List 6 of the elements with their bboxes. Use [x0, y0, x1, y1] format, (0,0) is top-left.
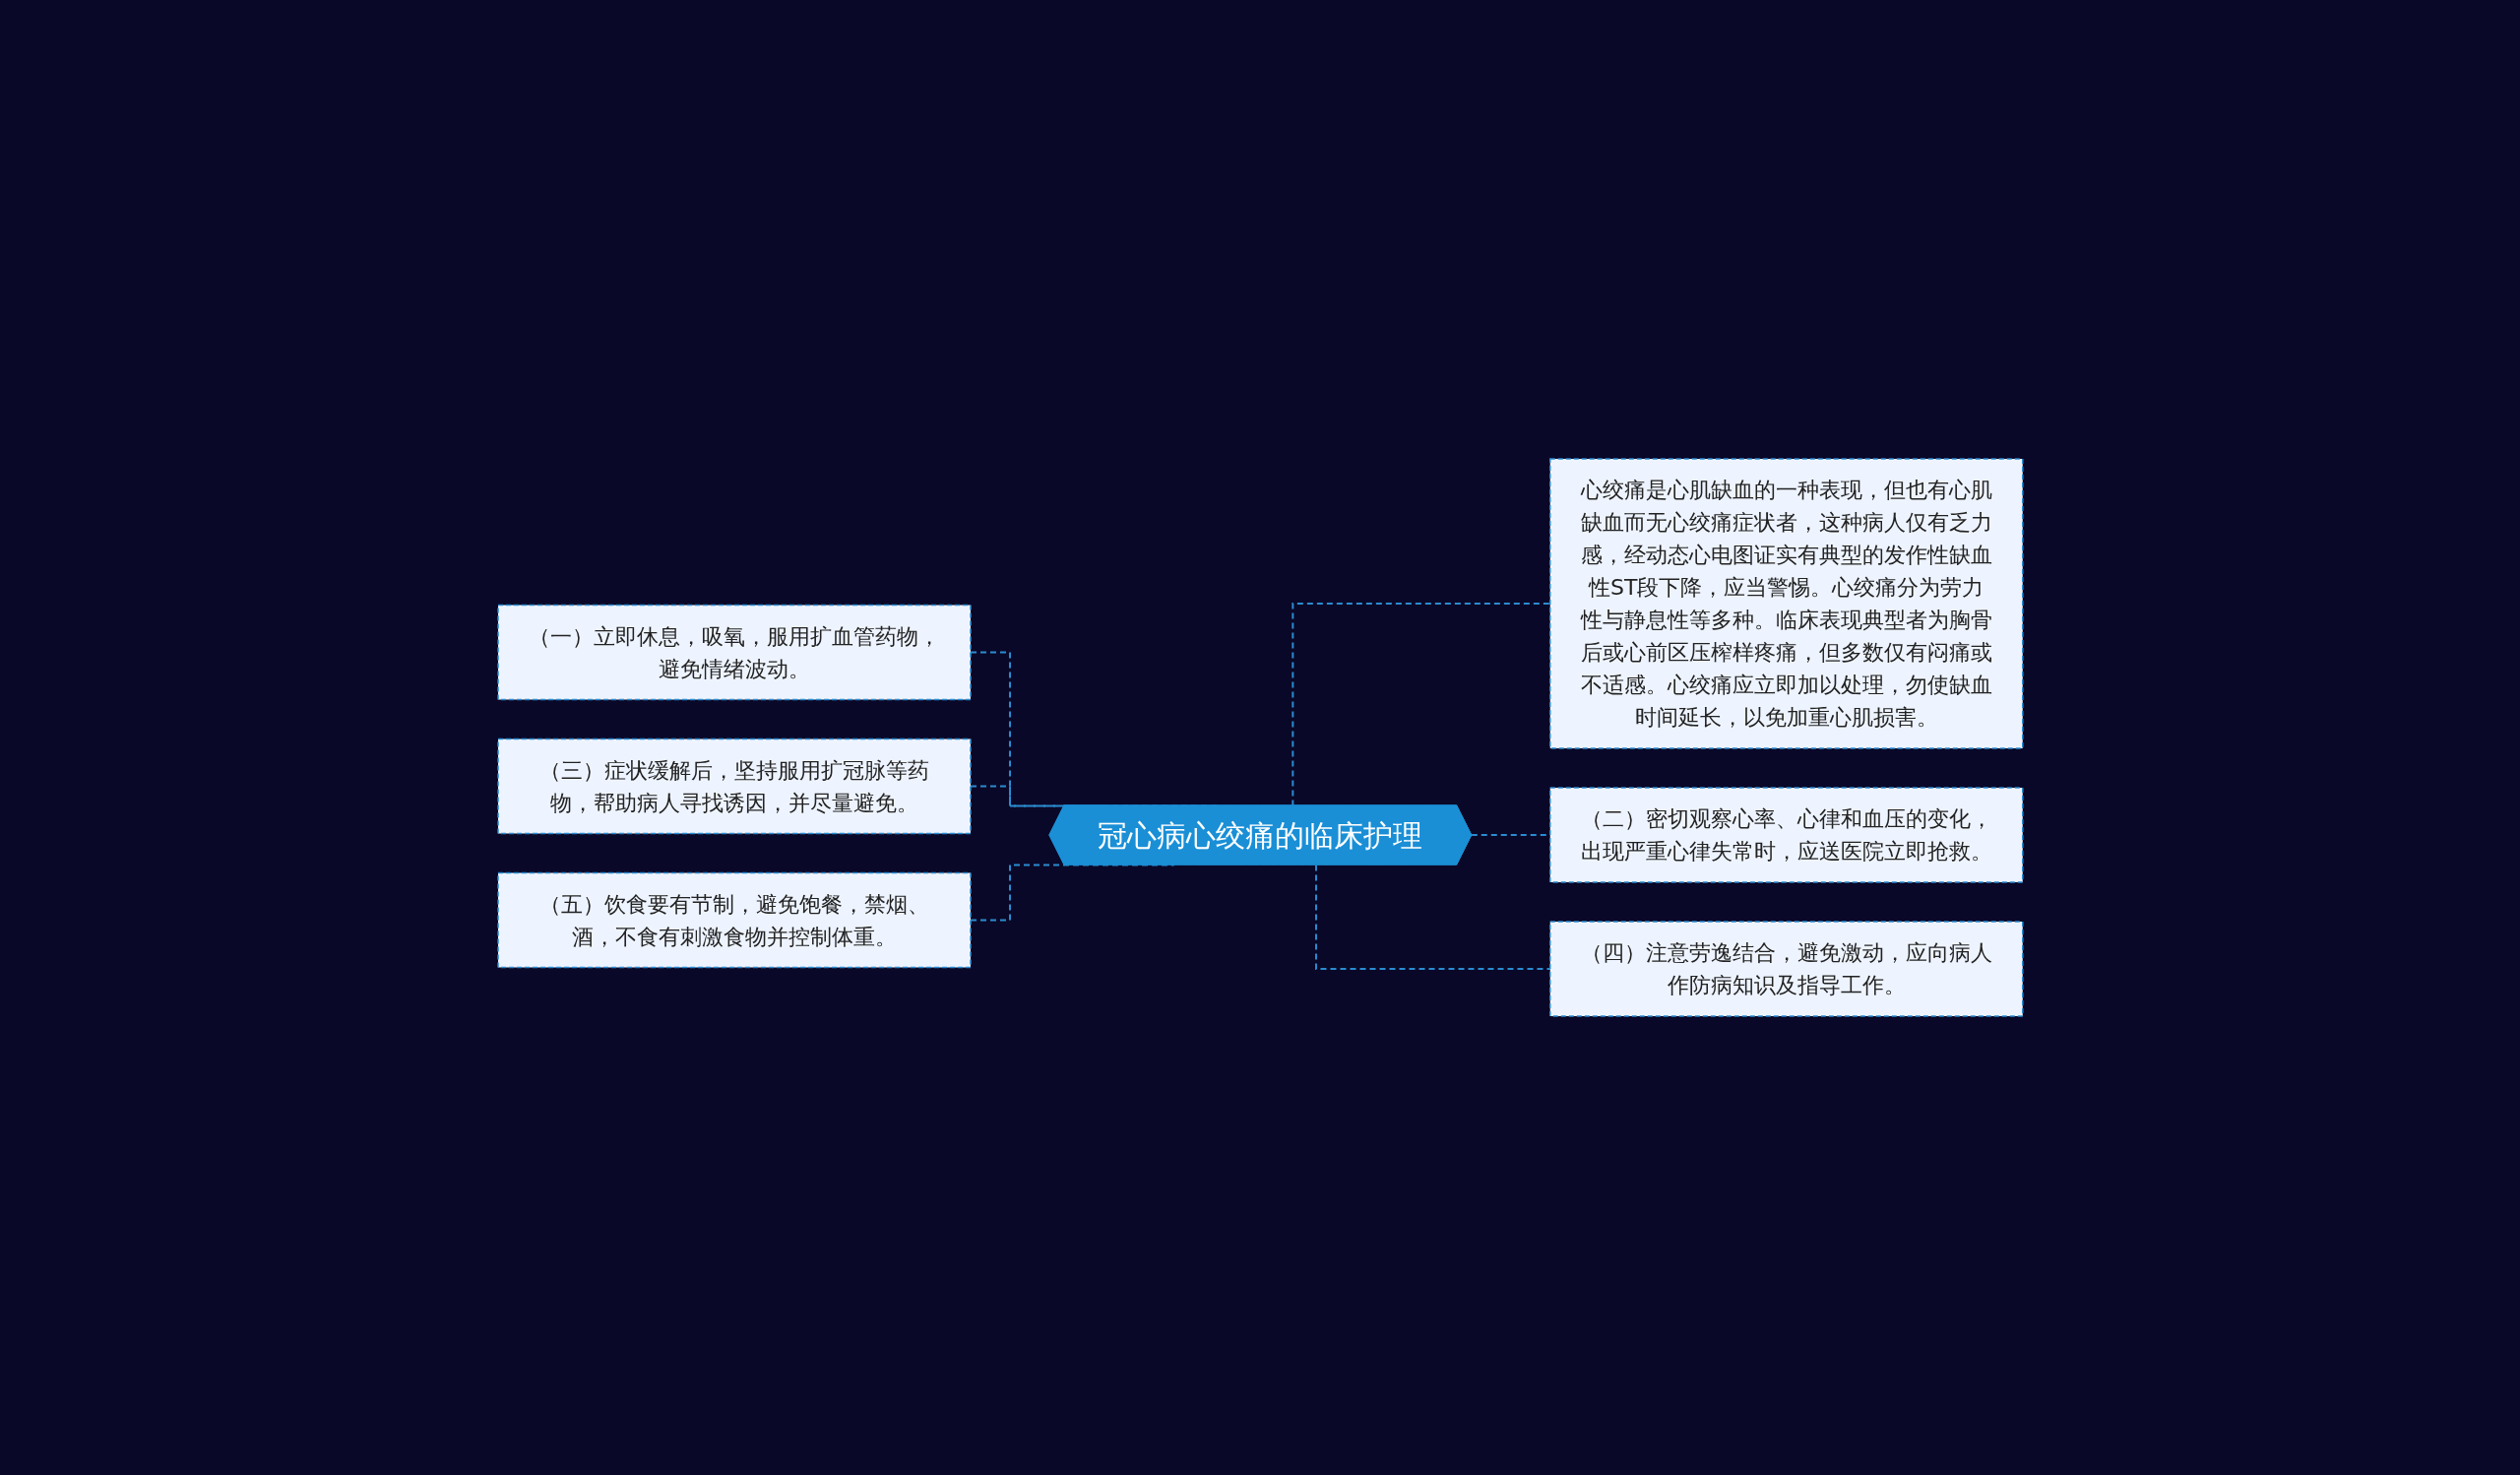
node-box: （五）饮食要有节制，避免饱餐，禁烟、酒，不食有刺激食物并控制体重。 — [496, 871, 972, 969]
node-box: （三）症状缓解后，坚持服用扩冠脉等药物，帮助病人寻找诱因，并尽量避免。 — [496, 738, 972, 835]
node-box: （二）密切观察心率、心律和血压的变化，出现严重心律失常时，应送医院立即抢救。 — [1548, 787, 2024, 883]
node-box: （一）立即休息，吸氧，服用扩血管药物，避免情绪波动。 — [496, 604, 972, 701]
node-box: （四）注意劳逸结合，避免激动，应向病人作防病知识及指导工作。 — [1548, 921, 2024, 1017]
node-box: 心绞痛是心肌缺血的一种表现，但也有心肌缺血而无心绞痛症状者，这种病人仅有乏力感，经动态心电图证实有典型的发作性缺血性ST段下降，应当警惕。心绞痛分为劳力性与静息性等多种。临床表现典型者为胸骨后或心前区压榨样疼痛，但多数仅有闷痛或不适感。心绞痛应立即加以处理，勿使缺血时间延长，以免加重心肌损害。 — [1548, 458, 2024, 749]
